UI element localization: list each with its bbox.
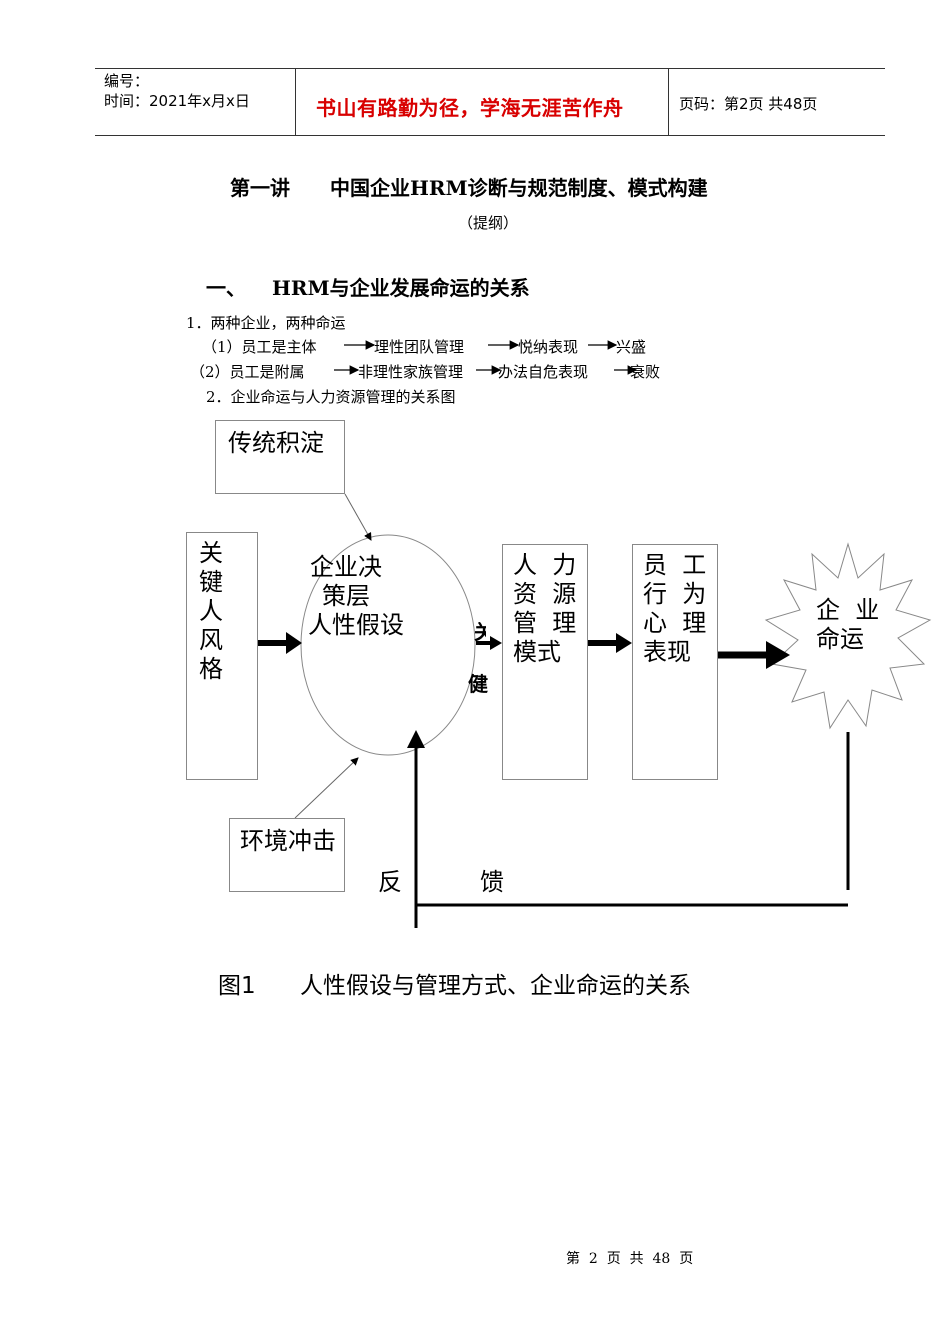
tradition-box: 传统积淀 bbox=[215, 420, 345, 494]
hr-label-row: 管 理 bbox=[513, 609, 577, 637]
figure-label: 图1 bbox=[218, 973, 256, 999]
environment-box: 环境冲击 bbox=[229, 818, 345, 892]
section-title: HRM与企业发展命运的关系 bbox=[272, 276, 530, 300]
arrow-icon bbox=[294, 757, 359, 819]
page-footer: 第 2 页 共 48 页 bbox=[566, 1251, 694, 1267]
arrow-icon bbox=[766, 641, 790, 669]
figure-caption: 人性假设与管理方式、企业命运的关系 bbox=[300, 973, 691, 999]
header-number-label: 编号： bbox=[104, 72, 150, 90]
key-person-char: 键 bbox=[199, 568, 223, 596]
item1-line2-a: （2）员工是附属 bbox=[190, 363, 305, 381]
header-divider bbox=[668, 68, 669, 136]
fate-label-row: 命运 bbox=[816, 625, 864, 653]
item1-line1-d: 兴盛 bbox=[616, 338, 647, 356]
text-arrows bbox=[334, 340, 638, 375]
decision-ellipse bbox=[300, 534, 476, 756]
item1-line2-c: 办法自危表现 bbox=[498, 363, 589, 381]
item1-line2-d: 衰败 bbox=[630, 363, 661, 381]
feedback-label-2: 馈 bbox=[480, 868, 504, 896]
arrow-icon bbox=[616, 633, 632, 653]
key-person-box: 关 键 人 风 格 bbox=[186, 532, 258, 780]
header-divider bbox=[295, 68, 296, 136]
item1-line1-b: 理性团队管理 bbox=[374, 338, 465, 356]
item1-line1-c: 悦纳表现 bbox=[518, 338, 579, 356]
hr-model-box: 人 力 资 源 管 理 模式 bbox=[502, 544, 588, 780]
item2-title: 2．企业命运与人力资源管理的关系图 bbox=[206, 388, 456, 406]
employee-label-row: 表现 bbox=[643, 638, 691, 666]
decision-label-line1: 企业决 bbox=[310, 553, 382, 581]
arrow-icon bbox=[286, 632, 302, 654]
employee-label-row: 行 为 bbox=[643, 580, 707, 608]
page-title: 中国企业HRM诊断与规范制度、模式构建 bbox=[330, 176, 708, 200]
key-person-char: 关 bbox=[199, 539, 223, 567]
item1-line2-b: 非理性家族管理 bbox=[358, 363, 464, 381]
item1-line1-a: （1）员工是主体 bbox=[202, 338, 317, 356]
lecture-number: 第一讲 bbox=[230, 176, 290, 200]
clipped-fragment: 健 bbox=[468, 672, 488, 696]
hr-label-row: 资 源 bbox=[513, 580, 577, 608]
header-motto: 书山有路勤为径，学海无涯苦作舟 bbox=[316, 96, 624, 120]
header-top-rule bbox=[95, 68, 885, 69]
section-number: 一、 bbox=[206, 276, 246, 300]
item1-title: 1．两种企业，两种命运 bbox=[186, 314, 346, 332]
header-page-info: 页码：第2页 共48页 bbox=[679, 95, 818, 113]
fate-starburst bbox=[764, 542, 932, 730]
hr-label-row: 人 力 bbox=[513, 551, 577, 579]
key-person-char: 风 bbox=[199, 626, 223, 654]
employee-behavior-box: 员 工 行 为 心 理 表现 bbox=[632, 544, 718, 780]
diagram-lines bbox=[258, 493, 932, 928]
decision-label-line2: 策层 bbox=[322, 582, 370, 610]
key-person-char: 人 bbox=[199, 597, 223, 625]
employee-label-row: 心 理 bbox=[643, 609, 707, 637]
key-person-char: 格 bbox=[199, 655, 223, 683]
environment-label: 环境冲击 bbox=[240, 827, 336, 855]
clipped-fragment: 关 bbox=[474, 622, 486, 642]
arrow-icon bbox=[407, 730, 425, 748]
hr-label-row: 模式 bbox=[513, 638, 561, 666]
employee-label-row: 员 工 bbox=[643, 551, 707, 579]
decision-label-line3: 人性假设 bbox=[308, 611, 404, 639]
fate-label-row: 企 业 bbox=[816, 596, 880, 624]
header-time-label: 时间：2021年x月x日 bbox=[104, 92, 250, 110]
page-subtitle: （提纲） bbox=[458, 214, 519, 232]
tradition-label: 传统积淀 bbox=[228, 429, 324, 457]
arrow-icon bbox=[490, 636, 502, 650]
feedback-label-1: 反 bbox=[378, 868, 402, 896]
arrow-icon bbox=[344, 493, 372, 541]
header-bottom-rule bbox=[95, 135, 885, 136]
